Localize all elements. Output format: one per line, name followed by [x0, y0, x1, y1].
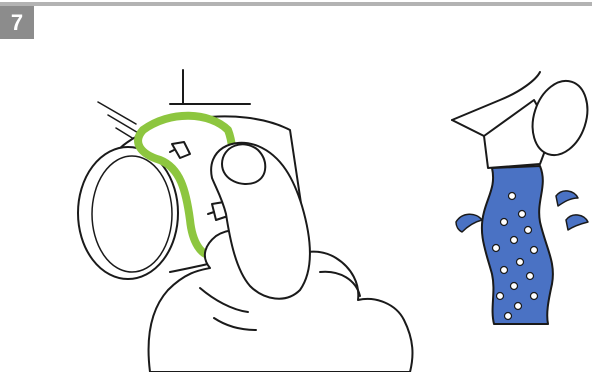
- splash-right-bottom: [566, 215, 588, 230]
- thumbnail: [222, 144, 265, 184]
- splash-left: [456, 214, 482, 232]
- water-stream: [482, 166, 553, 324]
- aerator-front-face: [78, 147, 178, 279]
- faucet: [452, 72, 592, 168]
- splash-right-top: [556, 191, 578, 206]
